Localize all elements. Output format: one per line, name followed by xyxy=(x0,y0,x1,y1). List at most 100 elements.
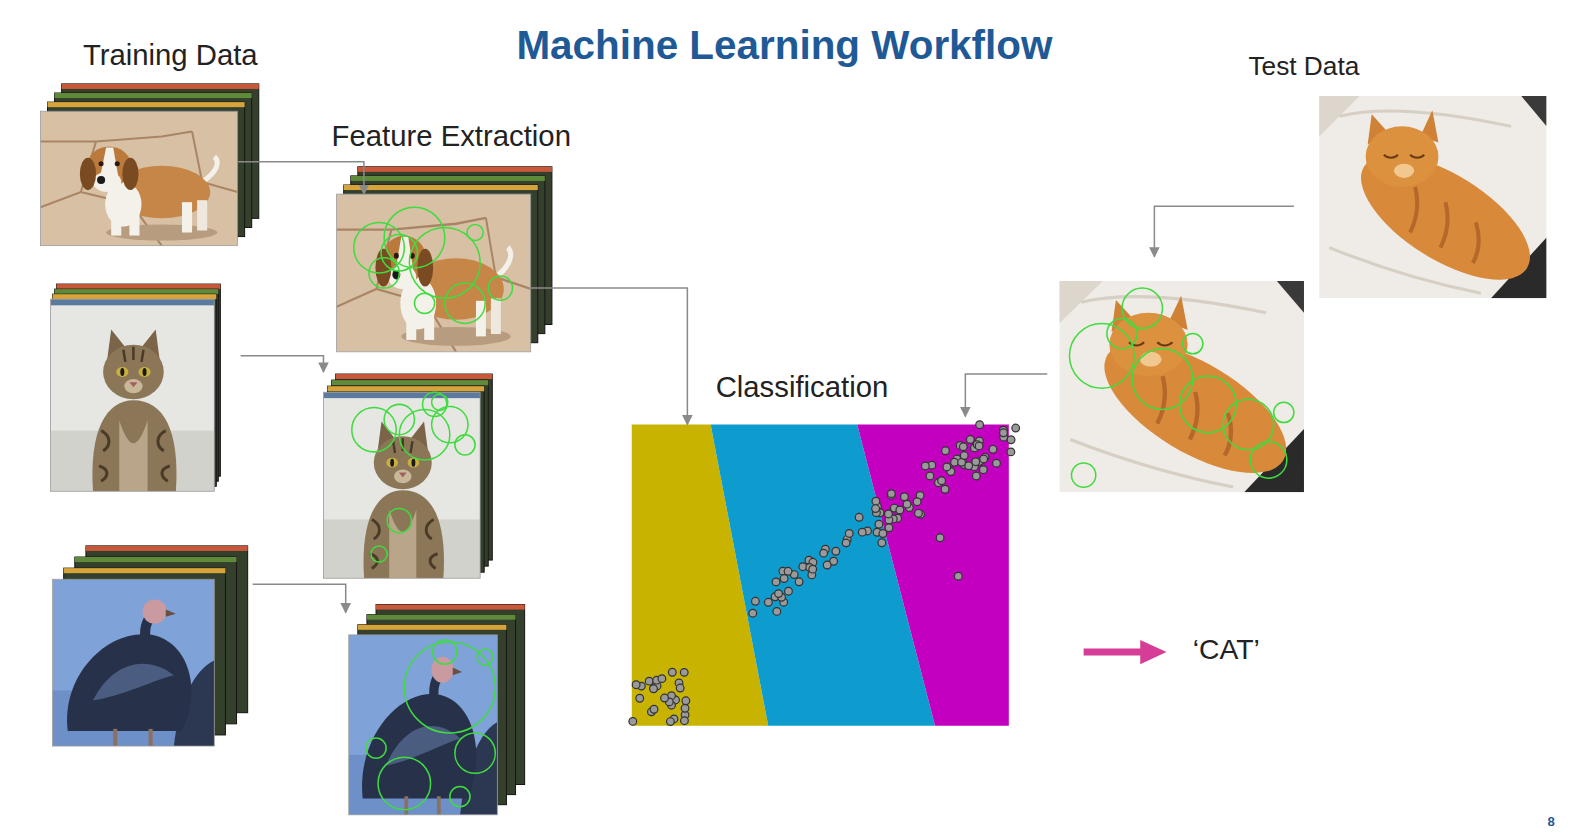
stack-layer-edge xyxy=(62,84,259,89)
feature-circle xyxy=(1107,318,1137,348)
photo xyxy=(51,299,215,491)
feature-circle xyxy=(1122,288,1162,328)
data-point xyxy=(972,472,980,480)
photo xyxy=(337,194,531,352)
classification-plot: Classification xyxy=(632,425,1009,726)
data-point xyxy=(993,459,1001,467)
data-point xyxy=(749,609,757,617)
data-point xyxy=(629,718,637,726)
data-point xyxy=(650,705,658,713)
training-image: Training Data xyxy=(40,111,237,245)
result-arrow-shaft xyxy=(1084,649,1145,656)
stack-layer-edge xyxy=(332,380,489,385)
data-point xyxy=(832,547,840,555)
result-arrow-head xyxy=(1140,640,1166,664)
stack-layer-edge xyxy=(53,294,217,299)
photo-frame xyxy=(323,392,480,578)
data-point xyxy=(926,472,934,480)
output-label: ‘CAT’ xyxy=(1193,633,1260,666)
data-point xyxy=(965,462,973,470)
data-point xyxy=(901,493,909,501)
feature-circle xyxy=(477,649,493,665)
data-point xyxy=(682,697,690,705)
feature-circle xyxy=(433,640,457,664)
stack-layer-edge xyxy=(55,289,219,294)
data-point xyxy=(650,684,658,692)
title: Machine Learning Workflow xyxy=(516,22,1052,69)
connector xyxy=(531,288,688,424)
photo-frame xyxy=(337,194,531,352)
data-point xyxy=(636,694,644,702)
feature-image: Feature Extraction xyxy=(337,194,531,352)
heading: Test Data xyxy=(1248,51,1359,81)
feature-circle xyxy=(432,406,468,442)
data-point xyxy=(1012,424,1020,432)
data-point xyxy=(752,597,760,605)
feature-circle xyxy=(378,757,431,810)
data-point xyxy=(903,500,911,508)
stack-layer-edge xyxy=(75,557,237,562)
feature-circle xyxy=(455,435,475,455)
data-point xyxy=(809,565,817,573)
stack-layer-edge xyxy=(57,284,221,289)
data-point xyxy=(764,598,772,606)
data-point xyxy=(1007,448,1015,456)
stack-layer-edge xyxy=(358,625,507,630)
stack-layer-edge xyxy=(64,568,226,573)
data-point xyxy=(1000,429,1008,437)
data-point xyxy=(913,498,921,506)
data-point xyxy=(681,704,689,712)
page-number: 8 xyxy=(1548,814,1555,829)
stack-layer-edge xyxy=(351,176,545,181)
data-point xyxy=(976,421,984,429)
region-magenta xyxy=(857,425,1009,726)
feature-circle xyxy=(1250,442,1286,478)
data-point xyxy=(795,578,803,586)
data-point xyxy=(784,567,792,575)
connector xyxy=(238,162,364,194)
photo-frame xyxy=(51,299,215,491)
flow-arrow xyxy=(1154,206,1293,257)
heading: Feature Extraction xyxy=(332,119,571,153)
data-point xyxy=(872,505,880,513)
data-point xyxy=(989,446,997,454)
photo xyxy=(1319,96,1549,304)
data-point xyxy=(972,458,980,466)
stack-layer-edge xyxy=(376,605,525,610)
data-point xyxy=(915,510,923,518)
data-point xyxy=(661,694,669,702)
feature-circle xyxy=(445,283,485,323)
feature-circle xyxy=(404,642,495,733)
data-point xyxy=(960,452,968,460)
stack-layer-edge xyxy=(55,93,252,98)
data-point xyxy=(823,561,831,569)
feature-circle xyxy=(352,407,396,451)
data-point xyxy=(878,539,886,547)
feature-circle xyxy=(384,207,445,268)
data-point xyxy=(885,510,893,518)
data-point xyxy=(975,442,983,450)
data-point xyxy=(668,668,676,676)
feature-circle xyxy=(1132,349,1193,410)
feature-circle xyxy=(414,293,434,313)
stack-layer-edge xyxy=(48,102,245,107)
feature-circle xyxy=(450,786,470,806)
data-point xyxy=(980,466,988,474)
data-point xyxy=(888,490,896,498)
stack-layer-edge xyxy=(344,185,538,190)
data-point xyxy=(1007,436,1015,444)
data-point xyxy=(681,717,689,725)
photo xyxy=(1059,281,1307,499)
data-point xyxy=(780,575,788,583)
feature-circle xyxy=(387,508,411,532)
data-point xyxy=(680,669,688,677)
test-image: Test Data xyxy=(1319,96,1546,298)
data-point xyxy=(820,549,828,557)
feature-circle xyxy=(455,733,495,773)
data-point xyxy=(879,530,887,538)
feature-circle xyxy=(1071,463,1095,487)
data-point xyxy=(785,587,793,595)
feature-circle xyxy=(369,258,399,288)
flow-arrow xyxy=(965,374,1047,416)
